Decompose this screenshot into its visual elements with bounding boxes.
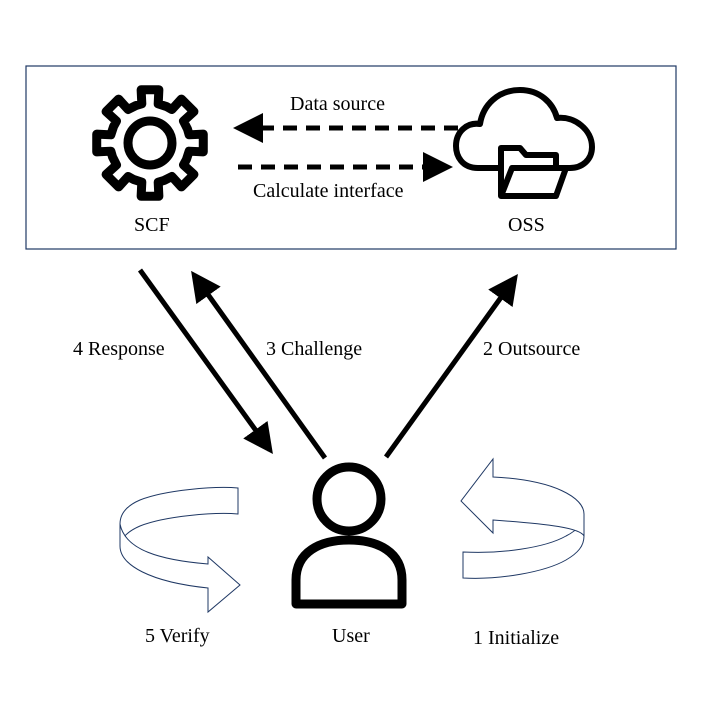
outsource-arrow [383,273,518,459]
verify-label: 5 Verify [145,625,210,647]
user-label: User [332,625,370,647]
system-box [25,65,677,250]
verify-cycle-arrow [119,487,241,614]
challenge-label: 3 Challenge [266,338,363,360]
response-arrow [137,268,273,455]
cloud-folder-icon [453,87,595,199]
scf-label: SCF [134,214,170,236]
challenge-arrow [191,270,328,460]
calculate-interface-label: Calculate interface [253,180,404,202]
gear-icon [92,85,208,201]
outsource-label: 2 Outsource [483,338,581,360]
initialize-cycle-arrow [460,457,585,579]
response-label: 4 Response [73,338,165,360]
user-icon [291,462,407,609]
initialize-label: 1 Initialize [473,627,560,649]
data-source-label: Data source [290,93,385,115]
oss-label: OSS [508,214,545,236]
